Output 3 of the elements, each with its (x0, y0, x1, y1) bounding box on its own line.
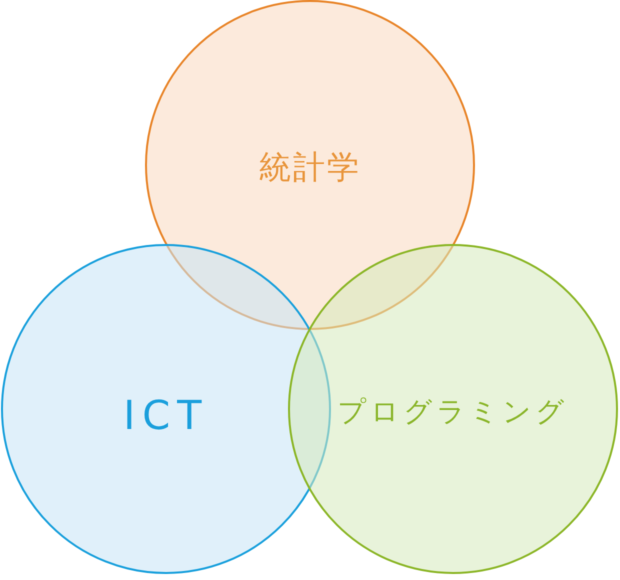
circle-label: プログラミング (336, 394, 570, 430)
circle-label: 統計学 (258, 147, 362, 188)
circle-label: ICT (122, 393, 210, 439)
